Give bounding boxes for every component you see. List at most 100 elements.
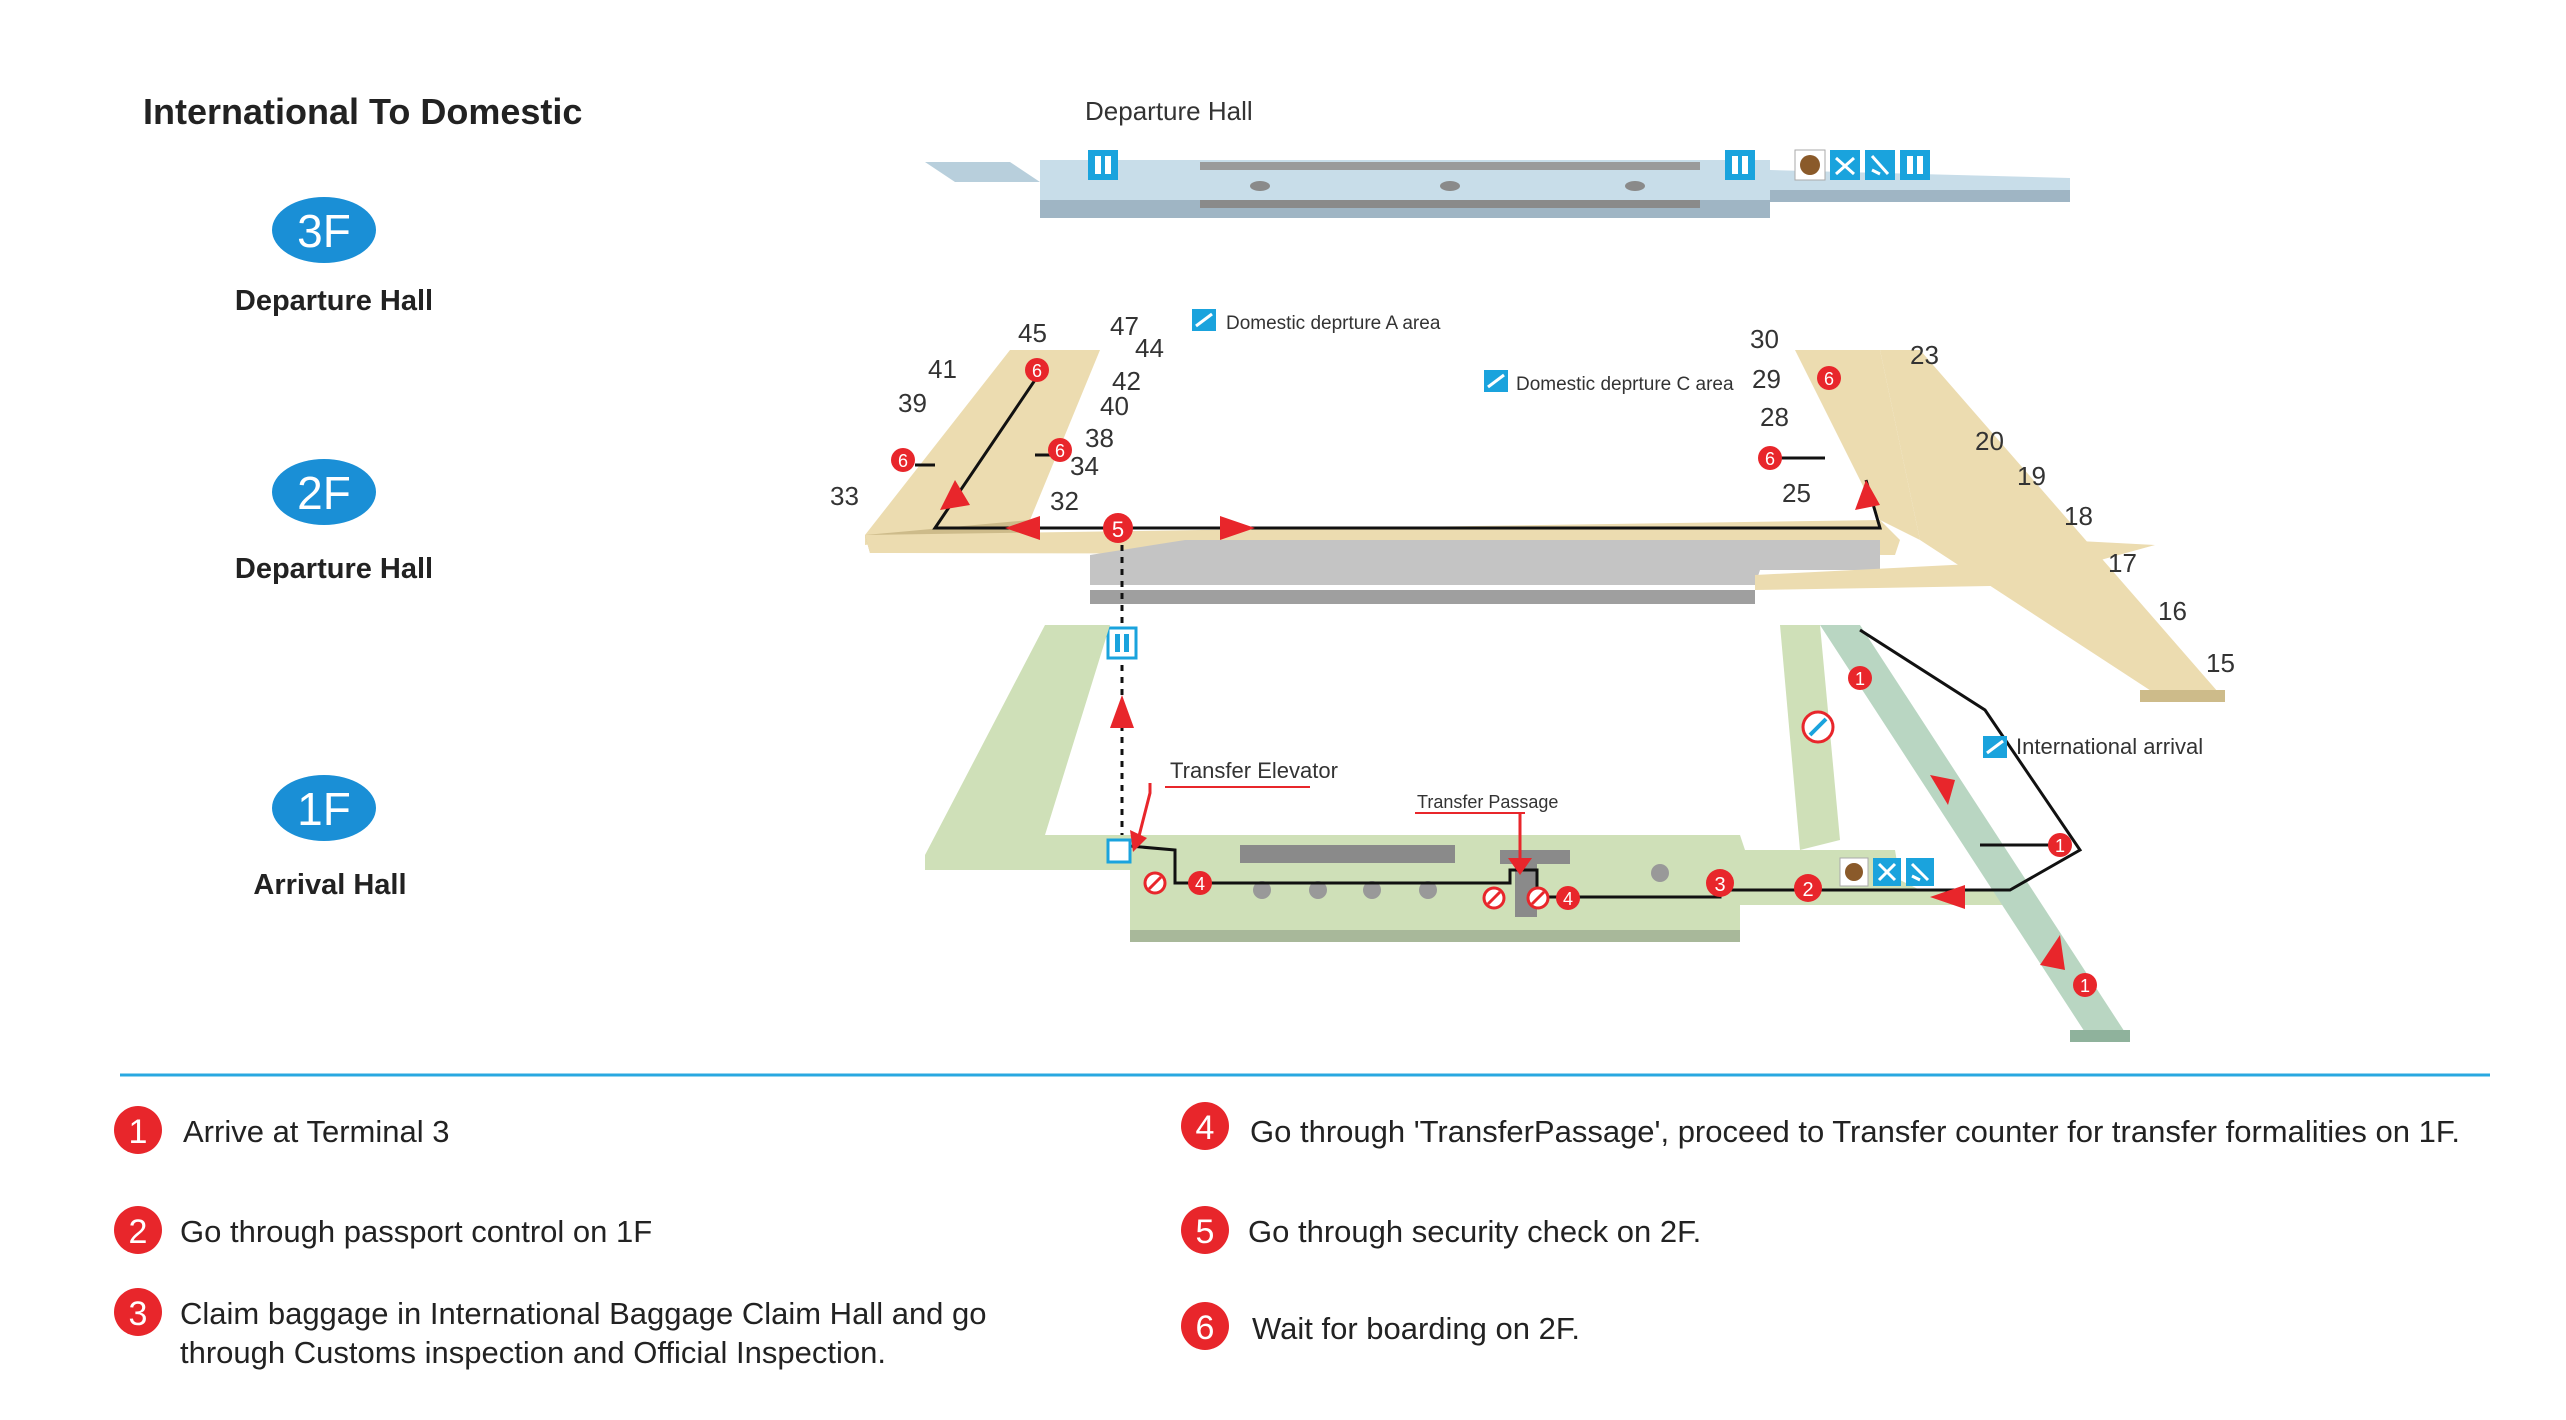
step-marker-1: 1 [1848, 666, 1872, 690]
international-arrival-label: International arrival [2016, 734, 2203, 759]
legend-item: 5 Go through security check on 2F. [1181, 1206, 1701, 1254]
step-marker-5: 5 [1103, 513, 1133, 543]
gate-label: 34 [1070, 451, 1099, 481]
gate-label: 33 [830, 481, 859, 511]
step-marker-1: 1 [2073, 973, 2097, 997]
step-number: 5 [1196, 1213, 1215, 1251]
step-marker-6: 6 [1048, 438, 1072, 462]
svg-text:1: 1 [2055, 836, 2065, 856]
elevator-icon [1088, 150, 1118, 180]
step-marker-3: 3 [1706, 869, 1734, 897]
gate-label: 29 [1752, 364, 1781, 394]
step-number: 2 [129, 1213, 148, 1251]
gate-label: 25 [1782, 478, 1811, 508]
step-marker-1: 1 [2048, 833, 2072, 857]
step-number-badge [114, 1206, 162, 1254]
step-number-badge [1181, 1206, 1229, 1254]
no-entry-icon [1801, 710, 1835, 744]
step-number-badge [1181, 1302, 1229, 1350]
no-entry-icon [1143, 871, 1167, 895]
gates-a: 47 44 45 42 41 40 39 38 34 33 32 [830, 311, 1164, 516]
svg-text:6: 6 [1032, 361, 1042, 381]
floor-badge-label: 3F [297, 205, 351, 257]
shop-icon [1873, 858, 1901, 886]
svg-text:6: 6 [1055, 441, 1065, 461]
gate-label: 19 [2017, 461, 2046, 491]
legend-item: 1 Arrive at Terminal 3 [114, 1106, 449, 1154]
step-marker-6: 6 [891, 448, 915, 472]
gate-label: 16 [2158, 596, 2187, 626]
gate-label: 41 [928, 354, 957, 384]
plane-icon [1983, 736, 2007, 758]
restroom-icon [1906, 858, 1934, 886]
floor-badge-1f: 1F [272, 775, 376, 841]
shop-icon [1830, 150, 1860, 180]
transfer-passage-label: Transfer Passage [1417, 792, 1558, 812]
legend-item: 4 Go through 'TransferPassage', proceed … [1181, 1102, 2460, 1150]
svg-text:3: 3 [1714, 874, 1725, 896]
gate-label: 18 [2064, 501, 2093, 531]
elevator-icon [1106, 626, 1138, 660]
restaurant-icon [1839, 857, 1869, 887]
gate-label: 39 [898, 388, 927, 418]
step-marker-4: 4 [1188, 871, 1212, 895]
gate-label: 44 [1135, 333, 1164, 363]
floor-name-2f: Departure Hall [235, 553, 433, 585]
gate-label: 15 [2206, 648, 2235, 678]
step-number: 6 [1196, 1309, 1215, 1347]
step-number: 1 [129, 1113, 148, 1151]
floor-badge-2f: 2F [272, 459, 376, 525]
step-marker-6: 6 [1817, 366, 1841, 390]
svg-text:4: 4 [1563, 889, 1573, 909]
step-text: Claim baggage in International Baggage C… [180, 1296, 987, 1331]
step-text: Go through 'TransferPassage', proceed to… [1250, 1114, 2460, 1149]
svg-text:5: 5 [1112, 517, 1124, 542]
svg-text:1: 1 [2080, 976, 2090, 996]
domestic-c-label: Domestic deprture C area [1516, 374, 1734, 395]
step-number-badge [114, 1288, 162, 1336]
transfer-elevator-label: Transfer Elevator [1170, 758, 1338, 783]
gate-label: 40 [1100, 391, 1129, 421]
gate-label: 47 [1110, 311, 1139, 341]
step-marker-2: 2 [1794, 874, 1822, 902]
legend-item: 2 Go through passport control on 1F [114, 1206, 652, 1254]
route-arrow [1110, 695, 1134, 728]
elevator-icon [1725, 150, 1755, 180]
step-number-badge [1181, 1102, 1229, 1150]
gate-label: 32 [1050, 486, 1079, 516]
gate-label: 23 [1910, 340, 1939, 370]
gate-label: 17 [2108, 548, 2137, 578]
floor-badge-3f: 3F [272, 197, 376, 263]
step-number: 3 [129, 1295, 148, 1333]
step-text: Arrive at Terminal 3 [183, 1114, 449, 1149]
gate-label: 38 [1085, 423, 1114, 453]
step-marker-4: 4 [1556, 886, 1580, 910]
floor-badge-label: 1F [297, 783, 351, 835]
no-entry-icon [1526, 886, 1550, 910]
legend: 1 Arrive at Terminal 3 2 Go through pass… [114, 1102, 2460, 1370]
gate-label: 30 [1750, 324, 1779, 354]
gates-c: 30 23 29 28 25 20 19 18 17 16 15 [1750, 324, 2235, 678]
step-marker-6: 6 [1758, 446, 1782, 470]
step-text: Go through security check on 2F. [1248, 1214, 1701, 1249]
svg-text:1: 1 [1855, 669, 1865, 689]
gate-label: 42 [1112, 366, 1141, 396]
step-text: Wait for boarding on 2F. [1252, 1311, 1580, 1346]
floor-name-3f: Departure Hall [235, 285, 433, 317]
floor-name-1f: Arrival Hall [253, 869, 406, 901]
floor-badge-label: 2F [297, 467, 351, 519]
step-text-line2: through Customs inspection and Official … [180, 1335, 886, 1370]
legend-item: 3 Claim baggage in International Baggage… [114, 1288, 987, 1370]
svg-text:2: 2 [1802, 879, 1813, 901]
plane-icon [1192, 309, 1216, 331]
step-text: Go through passport control on 1F [180, 1214, 652, 1249]
no-entry-icon [1482, 886, 1506, 910]
restaurant-icon [1794, 149, 1826, 181]
restroom-icon [1865, 150, 1895, 180]
gate-label: 20 [1975, 426, 2004, 456]
floor-2f-plan [865, 350, 2225, 702]
route-1f [1117, 628, 2083, 970]
gate-label: 45 [1018, 318, 1047, 348]
svg-text:4: 4 [1195, 874, 1205, 894]
